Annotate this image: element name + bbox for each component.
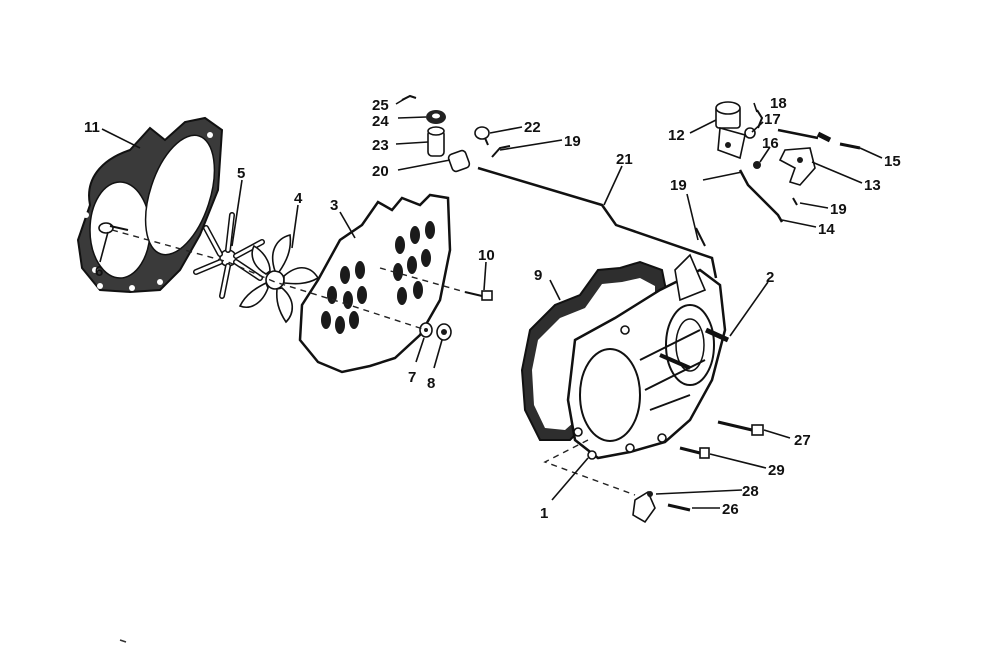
plate-slots	[321, 221, 435, 334]
gasket-bolt-holes	[83, 132, 213, 291]
part-13-bracket	[778, 147, 816, 186]
callout-15: 15	[884, 153, 901, 170]
part-29-bolt	[679, 446, 710, 459]
part-26-screw	[667, 503, 691, 512]
part-21-link-rod	[477, 166, 718, 279]
part-12-carburetor-knob	[715, 101, 746, 160]
callout-16: 16	[762, 135, 779, 152]
callout-27: 27	[794, 432, 811, 449]
callout-6: 6	[95, 263, 103, 280]
callout-7: 7	[408, 369, 416, 386]
part-8-nut	[436, 323, 452, 341]
callout-14: 14	[818, 221, 835, 238]
callout-1: 1	[540, 505, 548, 522]
part-5-impeller	[193, 212, 265, 299]
callout-19-upper: 19	[564, 133, 581, 150]
part-27-bolt	[717, 420, 764, 436]
part-20-connector	[447, 149, 471, 173]
callout-23: 23	[372, 137, 389, 154]
callout-25: 25	[372, 97, 389, 114]
callout-24: 24	[372, 113, 389, 130]
callout-26: 26	[722, 501, 739, 518]
callout-4: 4	[294, 190, 303, 207]
part-24-washer	[426, 110, 446, 124]
part-4-fan	[238, 234, 320, 324]
callout-21: 21	[616, 151, 633, 168]
part-19-clips	[695, 197, 798, 247]
callout-9: 9	[534, 267, 542, 284]
callout-12: 12	[668, 127, 685, 144]
callout-19-middle: 19	[670, 177, 687, 194]
part-14-link	[738, 169, 784, 223]
part-15-rod	[777, 128, 861, 150]
part-6-screw	[98, 222, 129, 234]
assembly-centerline	[111, 229, 466, 331]
part-19-clip-upper	[491, 145, 511, 158]
callout-5: 5	[237, 165, 245, 182]
callout-17: 17	[764, 111, 781, 128]
callout-19-right: 19	[830, 201, 847, 218]
part-11-gasket	[76, 116, 224, 294]
callout-29: 29	[768, 462, 785, 479]
callout-18: 18	[770, 95, 787, 112]
callout-labels: 11 6 5 4 3 10 7 8 9 2 1 27 29 28 26 25 2…	[84, 95, 901, 522]
part-22-screw	[474, 126, 490, 146]
callout-8: 8	[427, 375, 435, 392]
part-1-housing	[566, 253, 727, 460]
callout-3: 3	[330, 197, 338, 214]
part-7-washer	[419, 322, 433, 338]
callout-11: 11	[84, 119, 100, 136]
part-23-pin	[427, 126, 445, 157]
callout-28: 28	[742, 483, 759, 500]
callout-20: 20	[372, 163, 389, 180]
housing-bolt-bosses	[573, 325, 667, 460]
callout-2: 2	[766, 269, 774, 286]
callout-13: 13	[864, 177, 881, 194]
leader-lines	[99, 97, 883, 509]
callout-22: 22	[524, 119, 541, 136]
part-28-bracket	[632, 490, 656, 524]
scan-speck	[119, 639, 127, 643]
part-10-bolt	[464, 290, 493, 301]
part-17-washer	[744, 127, 756, 139]
housing-dashed-guide	[543, 439, 636, 496]
part-16-nut	[753, 161, 761, 169]
part-3-plate	[298, 193, 452, 374]
callout-10: 10	[478, 247, 495, 264]
part-2-stud	[659, 327, 730, 370]
